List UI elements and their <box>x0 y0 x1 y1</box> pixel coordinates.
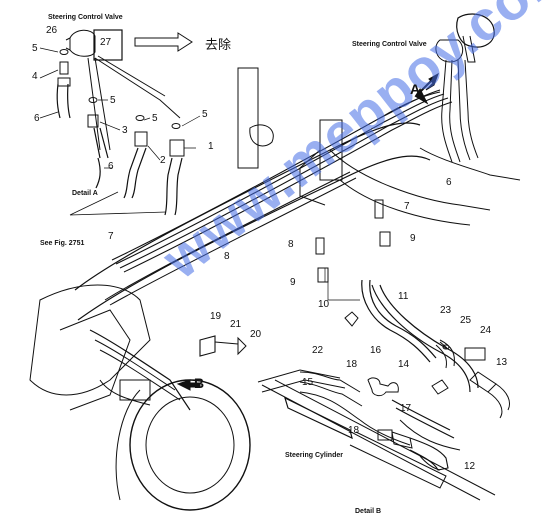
part-number-6-a: 6 <box>34 113 40 124</box>
part-number-10: 10 <box>318 299 330 310</box>
part-number-11: 11 <box>398 291 409 302</box>
part-number-20: 20 <box>250 329 262 340</box>
remove-arrow-icon <box>134 32 193 52</box>
view-b-arrow-icon <box>176 379 201 391</box>
see-fig-caption: See Fig. 2751 <box>40 240 85 247</box>
part-number-1: 1 <box>208 141 214 152</box>
part-number-18-a: 18 <box>346 359 358 370</box>
detail-b-drawing <box>257 311 510 501</box>
part-number-8-b: 8 <box>288 239 294 250</box>
part-number-9-b: 9 <box>290 277 296 288</box>
remove-label: 去除 <box>205 37 232 52</box>
view-a-label: A <box>410 81 421 97</box>
part-number-14: 14 <box>398 359 410 370</box>
part-number-6-b: 6 <box>108 161 114 172</box>
part-number-9-a: 9 <box>410 233 416 244</box>
steering-cylinder-caption: Steering Cylinder <box>285 452 343 459</box>
part-number-17: 17 <box>400 403 412 414</box>
part-number-16: 16 <box>370 345 382 356</box>
part-number-8-a: 8 <box>224 251 230 262</box>
part-number-18-b: 18 <box>348 425 360 436</box>
detail-a-caption: Detail A <box>72 190 98 197</box>
part-number-13: 13 <box>496 357 508 368</box>
part-number-25: 25 <box>460 315 472 326</box>
main-frame-drawing <box>74 13 521 393</box>
part-number-12: 12 <box>464 461 476 472</box>
part-number-26: 26 <box>46 25 58 36</box>
part-number-5-b: 5 <box>110 95 116 106</box>
part-number-22: 22 <box>312 345 324 356</box>
part-number-5-d: 5 <box>202 109 208 120</box>
part-number-27: 27 <box>100 37 112 48</box>
part-number-2: 2 <box>160 155 166 166</box>
view-b-label: B <box>194 375 205 391</box>
part-number-21: 21 <box>230 319 242 330</box>
steering-control-valve-label-right: Steering Control Valve <box>352 41 427 48</box>
part-number-7-a: 7 <box>108 231 114 242</box>
part-number-3: 3 <box>122 125 128 136</box>
part-number-6-c: 6 <box>446 177 452 188</box>
detail-a-drawing <box>39 29 201 216</box>
view-a-arrow-icon <box>414 79 433 105</box>
part-number-24: 24 <box>480 325 492 336</box>
part-number-15: 15 <box>302 377 314 388</box>
part-number-5-c: 5 <box>152 113 158 124</box>
part-number-4: 4 <box>32 71 38 82</box>
part-number-5-a: 5 <box>32 43 38 54</box>
detail-b-caption: Detail B <box>355 508 382 515</box>
part-number-23: 23 <box>440 305 452 316</box>
steering-control-valve-label-top: Steering Control Valve <box>48 14 123 21</box>
part-number-7-b: 7 <box>404 201 410 212</box>
part-number-19: 19 <box>210 311 222 322</box>
